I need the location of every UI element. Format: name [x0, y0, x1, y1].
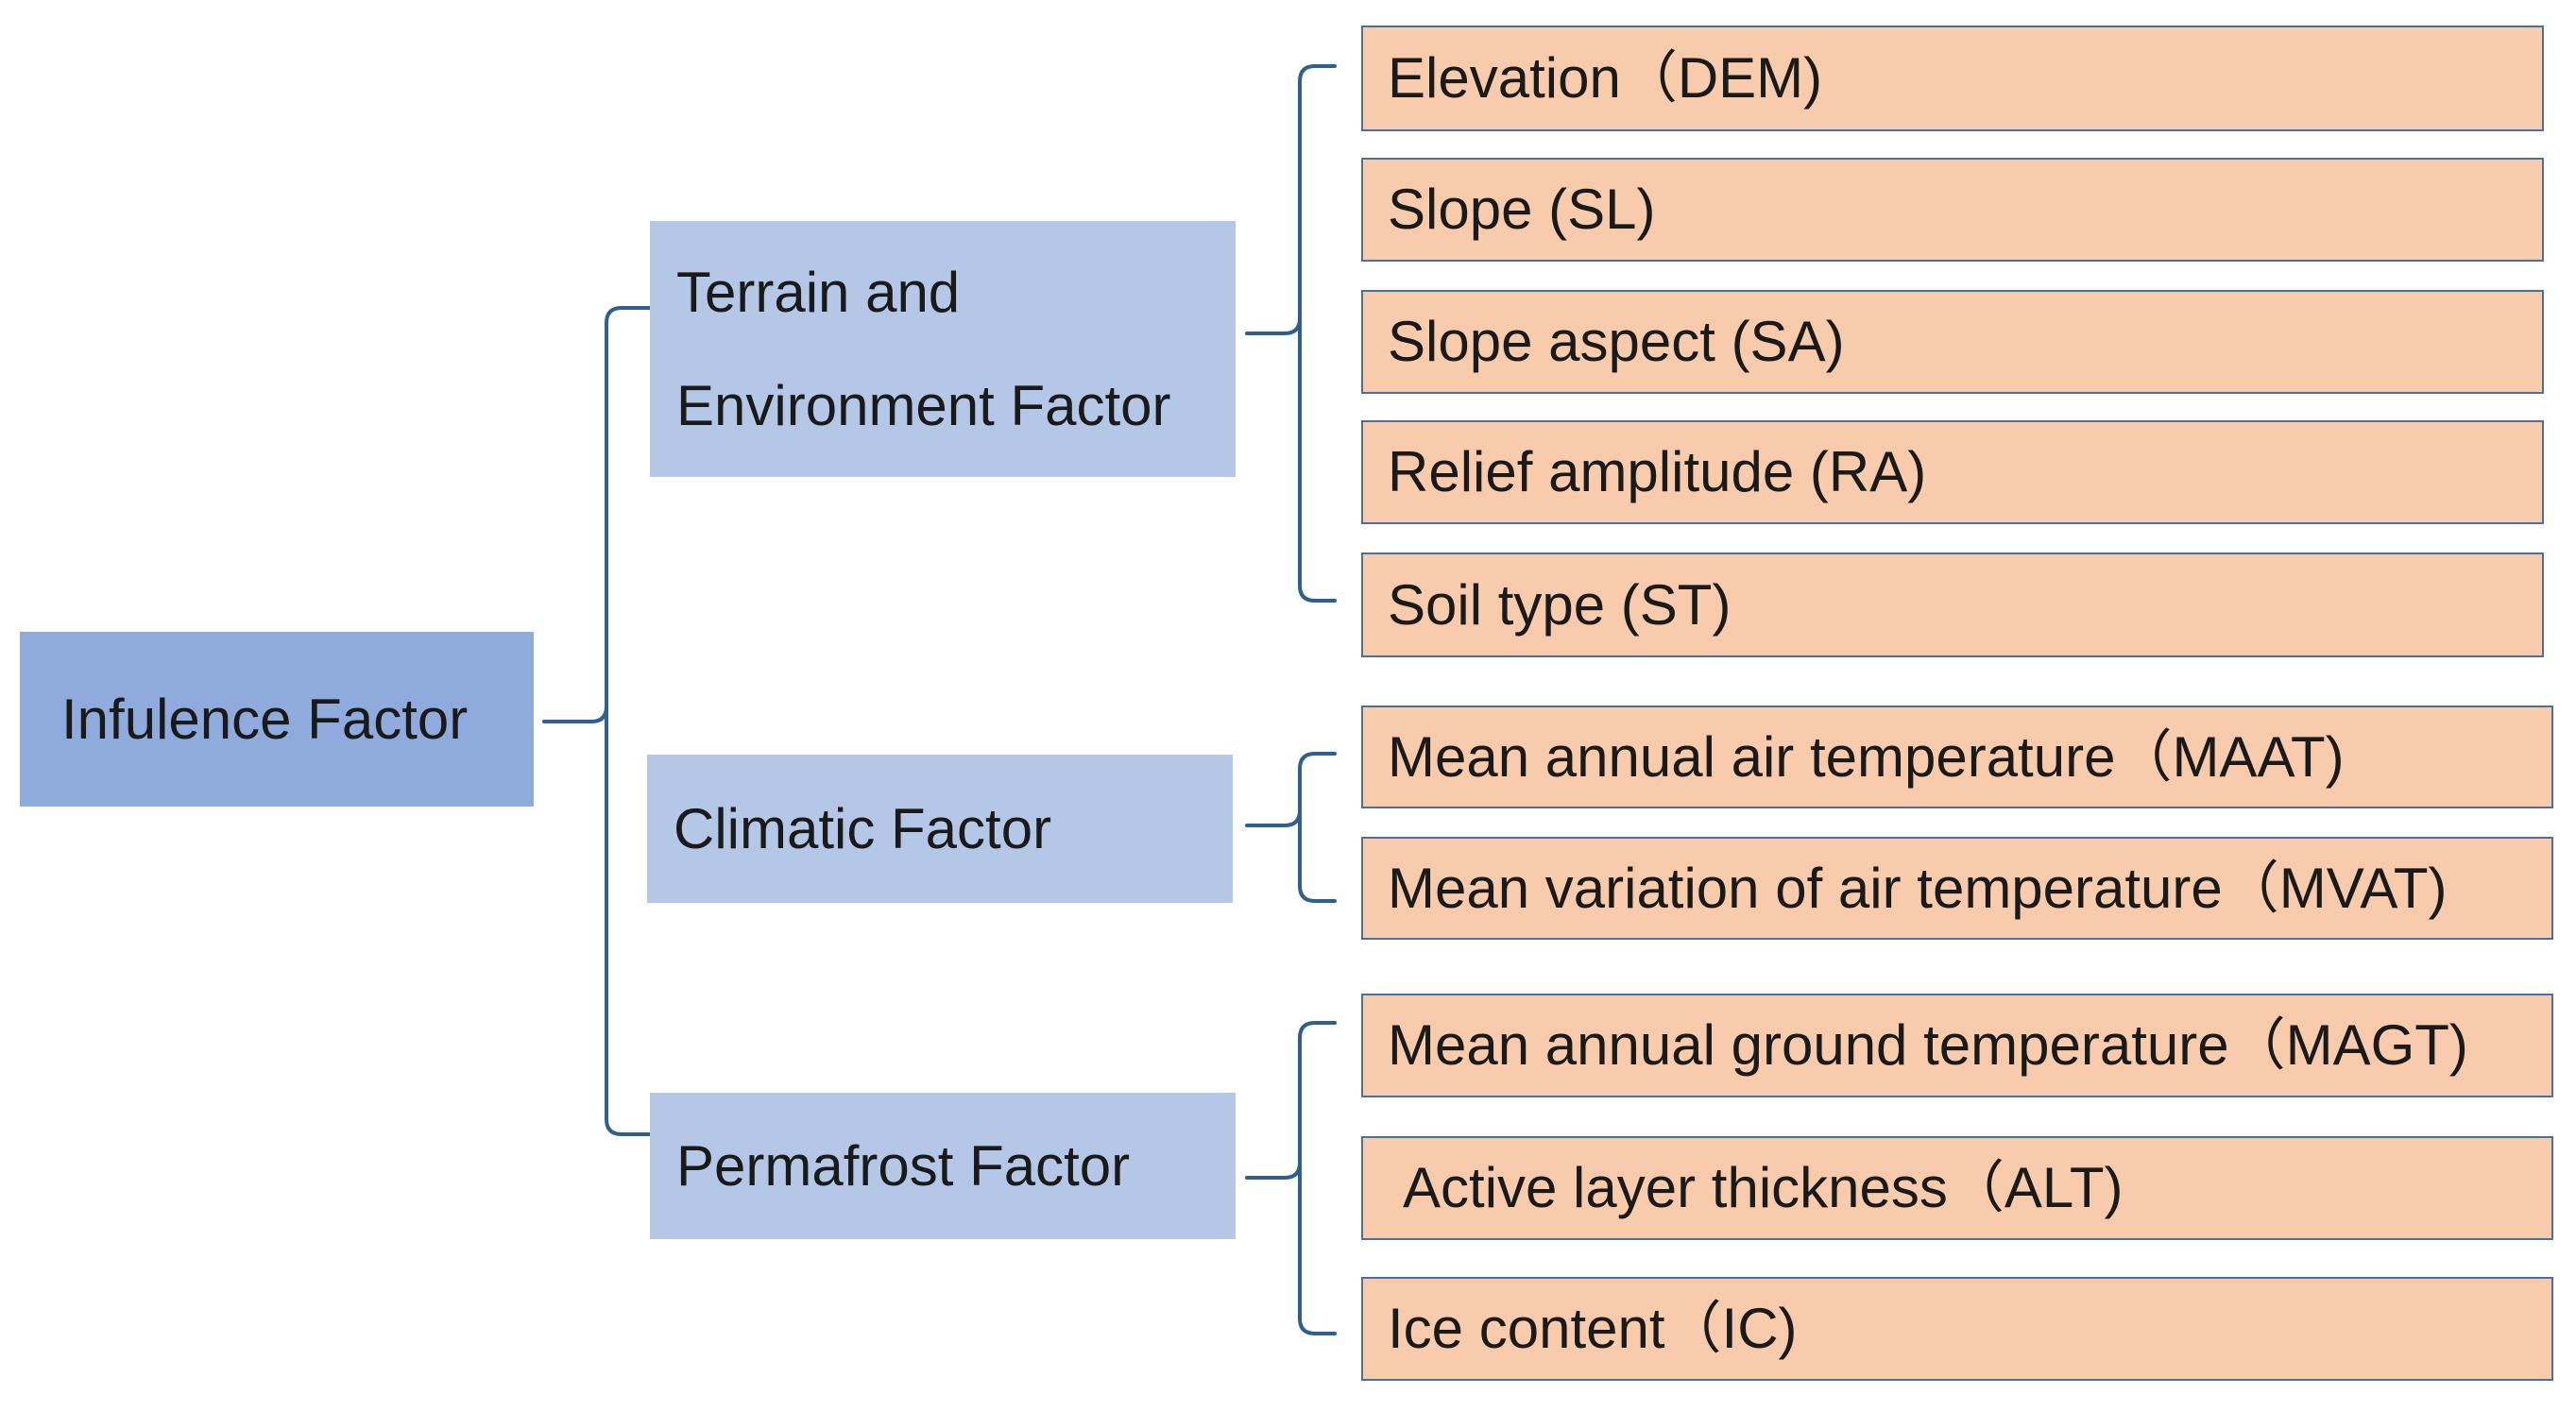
root-node: Infulence Factor	[20, 632, 534, 807]
factor-label: Ice content（IC)	[1388, 1297, 1798, 1360]
factor-label: Active layer thickness（ALT)	[1403, 1156, 2124, 1219]
factor-label: Slope aspect (SA)	[1388, 310, 1845, 373]
factor-maat: Mean annual air temperature（MAAT)	[1361, 706, 2553, 808]
category-climatic-label: Climatic Factor	[674, 796, 1052, 860]
permafrost-bracket	[1245, 1021, 1337, 1335]
factor-label: Elevation（DEM)	[1388, 46, 1823, 110]
factor-magt: Mean annual ground temperature（MAGT)	[1361, 994, 2553, 1097]
factor-relief-amplitude: Relief amplitude (RA)	[1361, 420, 2544, 524]
terrain-bracket	[1245, 64, 1337, 603]
root-bracket	[542, 306, 652, 1136]
factor-mvat: Mean variation of air temperature（MVAT)	[1361, 837, 2553, 940]
category-permafrost: Permafrost Factor	[650, 1093, 1236, 1239]
factor-soil-type: Soil type (ST)	[1361, 552, 2544, 657]
factor-label: Mean annual ground temperature（MAGT)	[1388, 1013, 2468, 1077]
factor-slope-aspect: Slope aspect (SA)	[1361, 290, 2544, 394]
factor-label: Soil type (ST)	[1388, 572, 1732, 637]
factor-ice-content: Ice content（IC)	[1361, 1277, 2553, 1381]
factor-alt: Active layer thickness（ALT)	[1361, 1136, 2553, 1240]
category-terrain-line1: Terrain and	[676, 260, 961, 324]
factor-label: Mean annual air temperature（MAAT)	[1388, 724, 2345, 789]
factor-label: Relief amplitude (RA)	[1388, 440, 1927, 503]
category-terrain-line2: Environment Factor	[676, 373, 1171, 437]
category-climatic: Climatic Factor	[647, 755, 1233, 903]
factor-elevation: Elevation（DEM)	[1361, 26, 2544, 131]
factor-label: Slope (SL)	[1388, 178, 1656, 241]
category-terrain: Terrain and Environment Factor	[650, 221, 1236, 477]
factor-label: Mean variation of air temperature（MVAT)	[1388, 856, 2448, 920]
root-label: Infulence Factor	[61, 687, 469, 751]
category-permafrost-label: Permafrost Factor	[676, 1133, 1131, 1198]
factor-slope: Slope (SL)	[1361, 158, 2544, 262]
climatic-bracket	[1245, 752, 1337, 903]
